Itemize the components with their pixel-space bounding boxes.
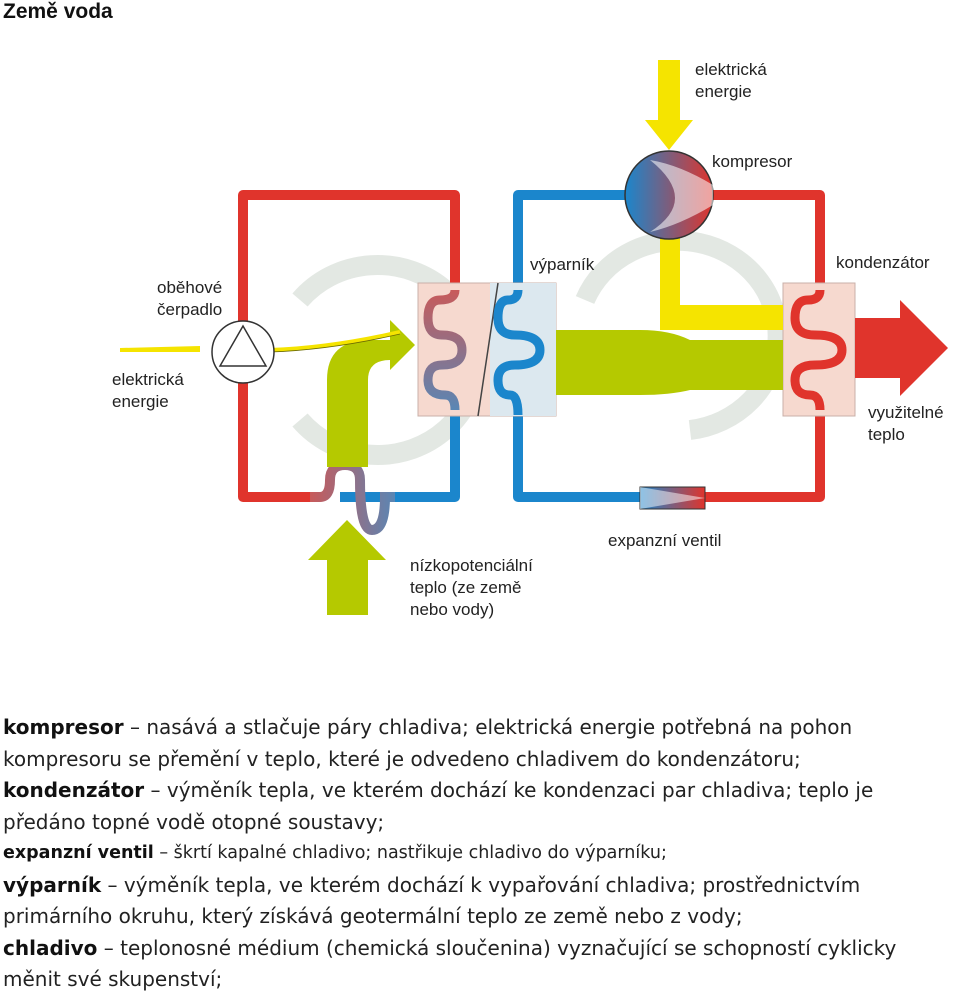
definition-refrigerant: chladivo – teplonosné médium (chemická s… bbox=[3, 933, 958, 996]
circulation-pump bbox=[211, 320, 275, 384]
green-heat-flow bbox=[308, 320, 783, 615]
definition-condenser: kondenzátor – výměník tepla, ve kterém d… bbox=[3, 775, 958, 838]
ground-coil bbox=[310, 459, 395, 536]
label-useful-heat-1: využitelné bbox=[868, 403, 944, 422]
electric-wire bbox=[269, 330, 401, 352]
definition-text: – výměník tepla, ve kterém dochází k vyp… bbox=[3, 872, 861, 929]
label-evaporator: výparník bbox=[530, 255, 595, 274]
label-low-heat-1: nízkopotenciální bbox=[410, 556, 533, 575]
label-low-heat-2: teplo (ze země bbox=[410, 578, 522, 597]
primary-loop bbox=[238, 190, 460, 502]
yellow-flow bbox=[120, 60, 783, 352]
expansion-valve bbox=[639, 486, 706, 510]
definition-expansion-valve: expanzní ventil – škrtí kapalné chladivo… bbox=[3, 838, 958, 870]
label-low-heat-3: nebo vody) bbox=[410, 600, 494, 619]
evaporator bbox=[417, 282, 557, 417]
heat-pump-diagram: elektrická energie kompresor výparník ko… bbox=[112, 60, 948, 619]
compressor bbox=[624, 150, 714, 240]
heat-output-arrow bbox=[855, 300, 948, 396]
label-condenser: kondenzátor bbox=[836, 253, 930, 272]
definition-text: – teplonosné médium (chemická sloučenina… bbox=[3, 935, 897, 992]
definition-text: – výměník tepla, ve kterém dochází ke ko… bbox=[3, 778, 874, 834]
label-pump-2: čerpadlo bbox=[157, 300, 222, 319]
definition-term: chladivo bbox=[3, 935, 98, 960]
definition-term: expanzní ventil bbox=[3, 843, 154, 863]
definitions: kompresor – nasává a stlačuje páry chlad… bbox=[3, 712, 958, 996]
label-expansion-valve: expanzní ventil bbox=[608, 531, 721, 550]
label-useful-heat-2: teplo bbox=[868, 425, 905, 444]
definition-compressor: kompresor – nasává a stlačuje páry chlad… bbox=[3, 712, 958, 775]
label-compressor: kompresor bbox=[712, 152, 793, 171]
definition-evaporator: výparník – výměník tepla, ve kterém doch… bbox=[3, 870, 958, 933]
label-electric-energy-left-1: elektrická bbox=[112, 370, 184, 389]
label-electric-energy-top-2: energie bbox=[695, 82, 752, 101]
label-pump-1: oběhové bbox=[157, 278, 222, 297]
page-title: Země voda bbox=[3, 0, 113, 23]
definition-text: – nasává a stlačuje páry chladiva; elekt… bbox=[3, 715, 853, 771]
definition-term: kondenzátor bbox=[3, 778, 145, 802]
condenser bbox=[782, 282, 856, 417]
label-electric-energy-top-1: elektrická bbox=[695, 60, 767, 79]
label-electric-energy-left-2: energie bbox=[112, 392, 169, 411]
definition-term: kompresor bbox=[3, 715, 124, 739]
definition-term: výparník bbox=[3, 872, 102, 897]
definition-text: – škrtí kapalné chladivo; nastřikuje chl… bbox=[153, 843, 667, 863]
